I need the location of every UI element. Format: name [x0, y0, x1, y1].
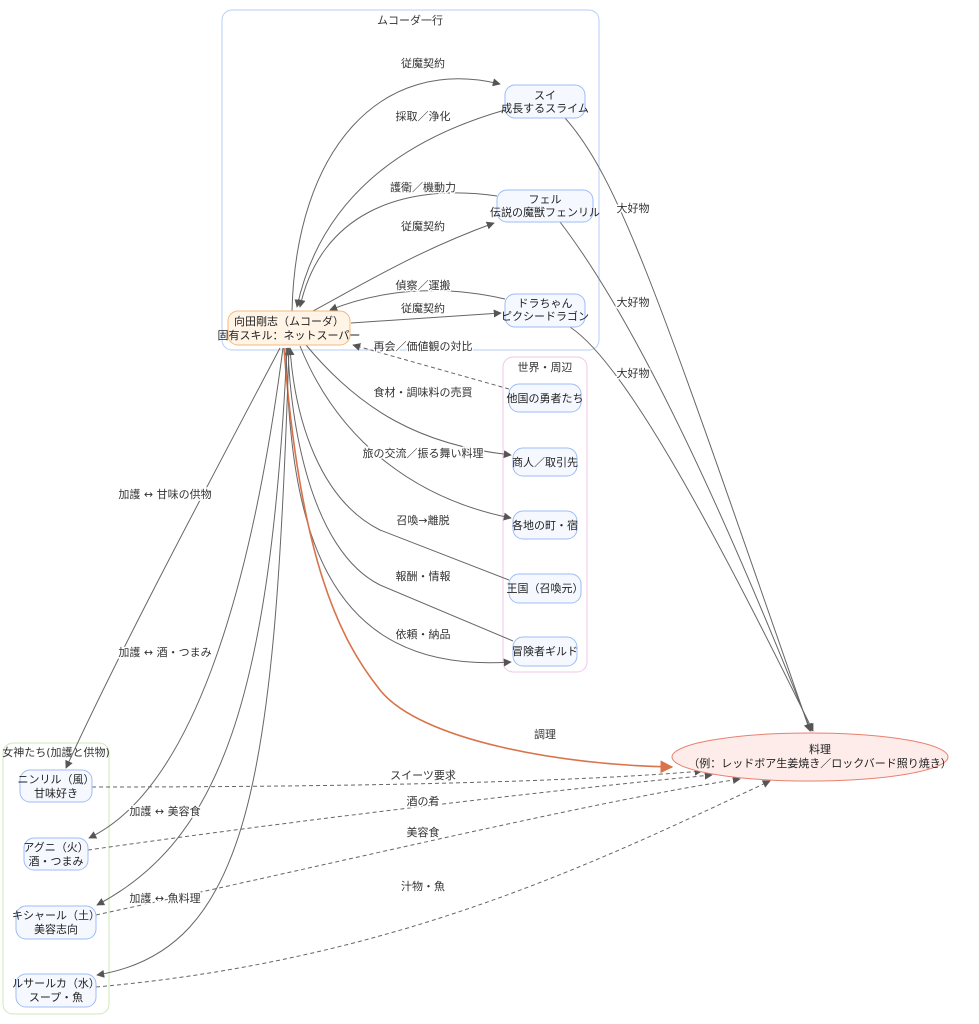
node-label: 伝説の魔獣フェンリル	[490, 205, 600, 219]
cluster-world: 世界・周辺	[502, 356, 588, 673]
node-mukoda[interactable]: 向田剛志（ムコーダ） 固有スキル：ネットスーパー	[218, 310, 361, 346]
cluster-goddesses: 女神たち(加護と供物)	[2, 742, 110, 1015]
node-label: 各地の町・宿	[512, 518, 578, 532]
edge-label: 採取／浄化	[396, 109, 451, 123]
edge-dora-dish	[569, 326, 814, 732]
edge-label: 従魔契約	[401, 219, 445, 233]
node-label: ピクシードラゴン	[501, 309, 589, 323]
node-agni[interactable]: アグニ（火） 酒・つまみ	[23, 837, 89, 871]
node-label: 商人／取引先	[512, 455, 578, 469]
node-label: キシャール（土）	[12, 909, 100, 922]
edge-from-heroes	[352, 343, 510, 390]
edge-label: スイーツ要求	[390, 769, 456, 782]
node-towns[interactable]: 各地の町・宿	[512, 510, 578, 540]
node-label: ルサールカ（水）	[12, 977, 100, 990]
edge-label: 偵察／運搬	[396, 278, 451, 292]
edge-from-dora	[329, 290, 506, 312]
edge-sui-dish	[564, 117, 812, 732]
edge-label: 加護 ↔ 酒・つまみ	[118, 645, 211, 659]
edge-label: 加護 ↔ 美容食	[129, 804, 200, 818]
edge-to-sui	[291, 78, 501, 312]
cluster-title: 女神たち(加護と供物)	[2, 745, 110, 759]
edge-label: 調理	[534, 727, 556, 741]
edge-label: 加護 ↔ 魚料理	[129, 891, 200, 905]
edge-label: 再会／価値観の対比	[374, 339, 473, 353]
node-fel[interactable]: フェル 伝説の魔獣フェンリル	[490, 189, 600, 223]
edge-to-ninril	[65, 347, 281, 769]
edge-to-agni	[88, 347, 284, 839]
edge-to-fel	[312, 221, 495, 312]
node-merchants[interactable]: 商人／取引先	[512, 447, 578, 477]
edge-label: 護衛／機動力	[390, 180, 456, 194]
node-ninril[interactable]: ニンリル（風） 甘味好き	[18, 769, 95, 803]
edge-label: 従魔契約	[401, 56, 445, 70]
edge-to-towns	[299, 345, 512, 521]
node-label: 向田剛志（ムコーダ）	[234, 314, 344, 328]
node-label: 他国の勇者たち	[507, 392, 584, 405]
node-label: 料理	[809, 742, 831, 756]
edge-from-fel	[297, 192, 498, 308]
edge-label: 食材・調味料の売買	[374, 385, 473, 399]
node-label: 甘味好き	[34, 786, 78, 800]
node-label: 美容志向	[34, 922, 78, 936]
node-label: 王国（召喚元）	[507, 582, 584, 595]
node-label: ドラちゃん	[518, 297, 573, 310]
edge-label: 加護 ↔ 甘味の供物	[118, 487, 211, 501]
edge-from-sui	[294, 109, 506, 308]
node-label: 成長するスライム	[501, 102, 589, 115]
edge-label: 依頼・納品	[396, 628, 451, 641]
edge-labels: 従魔契約 採取／浄化 護衛／機動力 従魔契約 偵察／運搬 従魔契約 再会／価値観…	[117, 55, 651, 907]
edge-label: 旅の交流／振る舞い料理	[363, 446, 484, 460]
edge-fel-dish	[559, 221, 813, 732]
node-label: （例：レッドボア生姜焼き／ロックバード照り焼き）	[688, 756, 951, 770]
edge-label: 大好物	[617, 201, 650, 215]
node-label: アグニ（火）	[23, 840, 88, 854]
edge-rusalka-dish	[95, 780, 771, 988]
edge-ninril-dish	[91, 767, 703, 788]
node-label: スイ	[534, 89, 556, 102]
node-rusalka[interactable]: ルサールカ（水） スープ・魚	[12, 973, 100, 1008]
edge-to-merchants	[305, 344, 512, 459]
edge-kishar-dish	[95, 776, 741, 916]
node-kishar[interactable]: キシャール（土） 美容志向	[12, 905, 100, 940]
node-label: ニンリル（風）	[18, 773, 95, 786]
node-guild[interactable]: 冒険者ギルド	[512, 636, 578, 667]
edge-label: 汁物・魚	[401, 879, 445, 893]
edge-label: 美容食	[407, 825, 440, 839]
edge-label: 酒の肴	[407, 795, 440, 808]
node-kingdom[interactable]: 王国（召喚元）	[507, 573, 584, 604]
edge-agni-dish	[87, 771, 713, 851]
edge-label: 従魔契約	[401, 301, 445, 315]
node-sui[interactable]: スイ 成長するスライム	[501, 84, 589, 119]
edge-to-dora	[350, 309, 502, 324]
edges	[65, 78, 814, 988]
edge-label: 大好物	[617, 295, 650, 309]
edge-from-guild	[284, 347, 514, 642]
edge-to-rusalka	[96, 347, 290, 978]
edge-to-kishar	[96, 347, 288, 906]
node-label: スープ・魚	[29, 991, 83, 1004]
node-other-heroes[interactable]: 他国の勇者たち	[507, 383, 584, 413]
edge-to-guild	[285, 347, 512, 667]
edge-to-dish	[283, 347, 674, 774]
node-label: 冒険者ギルド	[512, 645, 578, 658]
node-label: 酒・つまみ	[29, 855, 84, 868]
node-label: フェル	[529, 193, 562, 206]
cluster-title: ムコーダ一行	[377, 13, 443, 27]
edge-label: 召喚→離脱	[396, 513, 449, 527]
edge-label: 報酬・情報	[396, 570, 451, 583]
node-dora[interactable]: ドラちゃん ピクシードラゴン	[501, 293, 589, 328]
node-label: 固有スキル：ネットスーパー	[218, 328, 361, 342]
cluster-title: 世界・周辺	[518, 361, 573, 374]
cluster-mukoda-party: ムコーダ一行	[221, 9, 600, 351]
node-dish[interactable]: 料理 （例：レッドボア生姜焼き／ロックバード照り焼き）	[671, 732, 952, 782]
edge-label: 大好物	[617, 366, 650, 380]
edge-from-kingdom	[286, 347, 510, 581]
